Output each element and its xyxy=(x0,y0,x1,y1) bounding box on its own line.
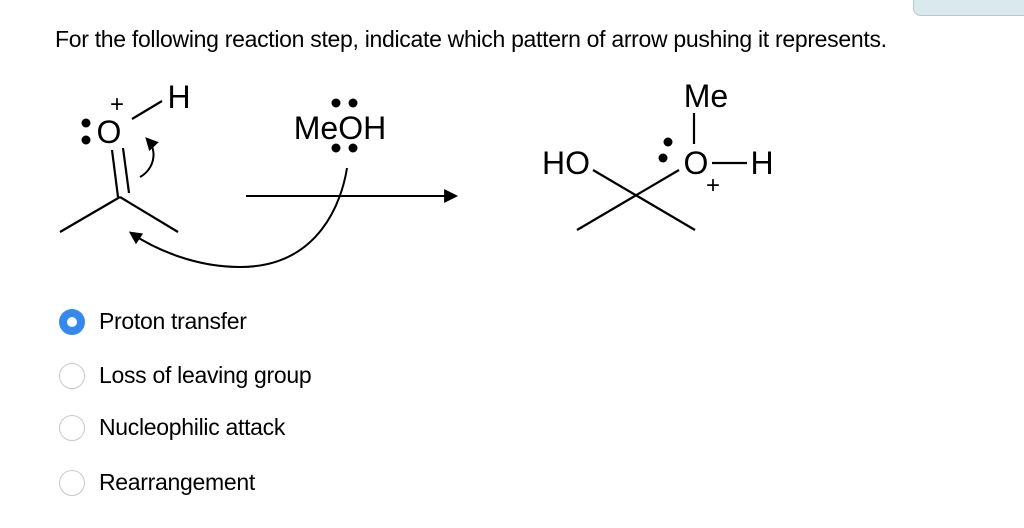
product-bond-o-to-methyl xyxy=(576,169,680,231)
radio-nucleophilic-attack[interactable] xyxy=(59,414,85,441)
option-row-loss-of-leaving-group[interactable]: Loss of leaving group xyxy=(59,362,312,389)
reactant-lone-pair-dot xyxy=(81,135,91,145)
methyl-bond-left xyxy=(59,196,121,233)
reactant-structure: + O H xyxy=(59,79,191,233)
reactant-lone-pair-dot xyxy=(81,118,91,128)
meoh-lone-pair-dot xyxy=(331,143,341,153)
option-label-proton-transfer[interactable]: Proton transfer xyxy=(99,308,247,334)
radio-loss-of-leaving-group[interactable] xyxy=(59,362,85,389)
reaction-scheme-figure: + O H MeOH HO Me xyxy=(59,78,774,269)
co-double-bond-line xyxy=(110,149,120,198)
product-bond-ho-to-methyl xyxy=(592,169,696,231)
product-hydrogen-label: H xyxy=(750,145,773,181)
oxygen-hydrogen-bond xyxy=(131,100,163,120)
nucleophile-to-carbon-curved-arrow xyxy=(128,167,348,269)
option-row-proton-transfer[interactable]: Proton transfer xyxy=(59,308,247,335)
reactant-oxygen-label: O xyxy=(97,114,122,150)
product-structure: HO Me O H + xyxy=(542,78,774,231)
product-methyl-label: Me xyxy=(684,78,728,114)
radio-rearrangement[interactable] xyxy=(59,469,85,496)
option-row-nucleophilic-attack[interactable]: Nucleophilic attack xyxy=(59,414,285,441)
product-lone-pair-dot xyxy=(658,153,668,163)
option-label-rearrangement[interactable]: Rearrangement xyxy=(99,469,255,495)
pi-bond-to-oxygen-curved-arrow xyxy=(139,137,159,178)
product-hydroxyl-label: HO xyxy=(542,145,590,181)
top-right-card-fragment xyxy=(913,0,1024,16)
reagent-label: MeOH xyxy=(294,110,386,146)
methyl-bond-right xyxy=(119,196,179,233)
reactant-hydrogen-label: H xyxy=(167,79,190,115)
co-double-bond-line xyxy=(121,147,131,194)
product-oxygen-label: O xyxy=(684,145,709,181)
option-label-loss-of-leaving-group[interactable]: Loss of leaving group xyxy=(99,362,312,388)
option-label-nucleophilic-attack[interactable]: Nucleophilic attack xyxy=(99,414,286,440)
question-text: For the following reaction step, indicat… xyxy=(55,26,887,52)
product-lone-pair-dot xyxy=(663,137,673,147)
radio-proton-transfer[interactable] xyxy=(59,308,85,335)
product-plus-charge: + xyxy=(706,172,720,199)
meoh-lone-pair-dot xyxy=(348,143,358,153)
meoh-lone-pair-dot xyxy=(331,98,341,108)
reactant-plus-charge: + xyxy=(110,91,124,118)
meoh-lone-pair-dot xyxy=(348,98,358,108)
option-row-rearrangement[interactable]: Rearrangement xyxy=(59,469,255,496)
reagent-group: MeOH xyxy=(128,98,459,269)
